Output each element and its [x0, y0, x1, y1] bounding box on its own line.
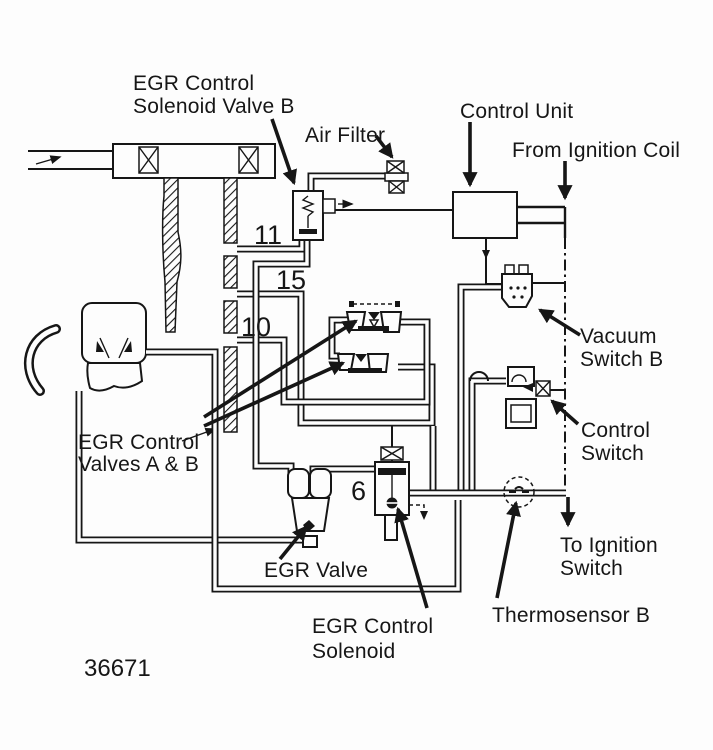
pipe-vacuum-switch-left: [457, 283, 503, 491]
label-egr-solenoid-valve-b-line2: Solenoid Valve B: [133, 95, 295, 118]
small-arrow-icon: [482, 250, 490, 259]
egr-control-solenoid-symbol: [374, 446, 410, 541]
callout-port-15: 15: [276, 265, 306, 295]
air-filter-label-arrow: [374, 134, 394, 159]
egr-valves-label-arrow-2: [203, 361, 346, 428]
callout-port-11: 11: [254, 220, 282, 250]
valve-b-label-arrow: [270, 118, 297, 186]
label-egr-control-solenoid-line1: EGR Control: [312, 615, 433, 638]
pipe-air-filter-feed: [307, 172, 386, 192]
intake-duct: [28, 143, 276, 179]
duct-crosshatch-box: [238, 146, 259, 174]
egr-valve-symbol: [287, 468, 332, 548]
wire-control-unit-to-vacuum-switch: [485, 238, 502, 285]
label-to-ignition-switch-line1: To Ignition: [560, 534, 658, 557]
label-vacuum-switch-b-line2: Switch B: [580, 348, 663, 371]
pipe-valve-b-to-egr-valve: [252, 240, 311, 474]
label-control-switch-line1: Control: [581, 419, 650, 442]
flow-arrow-icon: [181, 428, 217, 442]
label-egr-control-valves-line1: EGR Control: [78, 431, 199, 454]
intake-hose: [23, 324, 61, 396]
engine-carburetor: [23, 302, 147, 396]
vacuum-switch-label-arrow: [538, 308, 581, 337]
label-thermosensor-b: Thermosensor B: [492, 604, 650, 627]
venturi-columns: [161, 177, 238, 442]
small-arrow-icon: [420, 511, 428, 520]
label-vacuum-switch-b-line1: Vacuum: [580, 325, 657, 348]
egr-control-solenoid-valve-b-symbol: [292, 190, 336, 241]
label-egr-valve: EGR Valve: [264, 559, 368, 582]
air-filter-symbol: [384, 160, 409, 194]
flow-arrow-icon: [35, 155, 62, 165]
figure-number: 36671: [84, 655, 151, 682]
hose-loop-bump: [469, 371, 489, 382]
pipe-bottom-outer-loop: [146, 348, 462, 593]
wire-control-unit-lower: [517, 207, 567, 238]
thermosensor-label-arrow: [495, 500, 521, 599]
control-switch-label-arrow: [550, 399, 580, 426]
pipe-port-11: [237, 240, 306, 253]
egr-valves-label-arrow-1: [203, 319, 358, 419]
control-unit-box: [452, 191, 518, 239]
label-egr-control-solenoid-line2: Solenoid: [312, 640, 395, 663]
label-from-ignition-coil: From Ignition Coil: [512, 139, 680, 162]
label-arrows: [203, 118, 581, 609]
control-switch-symbol: [505, 366, 551, 429]
callout-port-10: 10: [241, 312, 271, 342]
label-air-filter: Air Filter: [305, 124, 385, 147]
label-to-ignition-switch-line2: Switch: [560, 557, 623, 580]
label-egr-control-valves-line2: Valves A & B: [78, 453, 199, 476]
pipe-control-switch-left: [468, 377, 506, 491]
label-egr-solenoid-valve-b-line1: EGR Control: [133, 72, 254, 95]
callout-port-6: 6: [351, 476, 366, 506]
venturi-column-left: [161, 177, 182, 333]
egr-control-valve-lower-symbol: [336, 353, 390, 373]
vacuum-switch-b-symbol: [501, 264, 533, 308]
pipe-port-10: [237, 318, 431, 406]
label-control-unit: Control Unit: [460, 100, 573, 123]
duct-crosshatch-box: [138, 146, 159, 174]
diagram-labels: EGR Control Solenoid Valve B Air Filter …: [78, 72, 680, 663]
label-control-switch-line2: Switch: [581, 442, 644, 465]
wires: [335, 199, 567, 520]
vacuum-pipes: [75, 172, 566, 593]
callout-numbers: 11 15 10 6: [241, 220, 366, 506]
solenoid-vent-line: [409, 504, 425, 511]
egr-valve-label-arrow: [278, 525, 308, 561]
egr-solenoid-label-arrow: [394, 506, 429, 609]
egr-control-valve-upper-symbol: [345, 301, 403, 333]
venturi-column-right: [223, 177, 238, 433]
